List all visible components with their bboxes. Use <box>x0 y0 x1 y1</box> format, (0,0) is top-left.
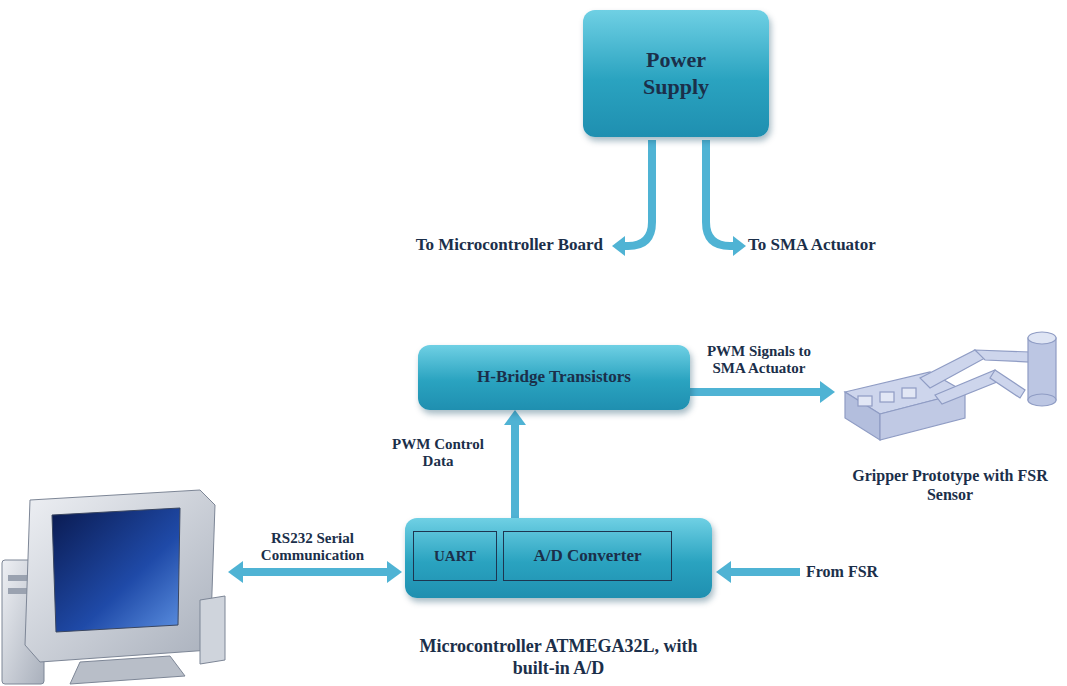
gripper-illustration <box>845 332 1056 440</box>
edge-label: PWM Signals to SMA Actuator <box>694 343 824 376</box>
power-arrow <box>624 140 652 246</box>
power-arrow <box>706 140 734 246</box>
gripper-link <box>990 370 1025 398</box>
computer-illustration <box>2 490 225 684</box>
gripper-base-side <box>845 392 880 440</box>
node-text: H-Bridge Transistors <box>477 367 631 387</box>
gripper-finger-bottom <box>1028 394 1056 406</box>
signal-label: From FSR <box>806 563 906 581</box>
node-text: A/D Converter <box>533 546 641 566</box>
adc-box: A/D Converter <box>503 531 672 581</box>
gripper-finger <box>1028 338 1056 400</box>
monitor-body <box>25 490 215 662</box>
connector-line <box>511 424 519 518</box>
node-text: Power Supply <box>631 47 721 100</box>
monitor-screen <box>52 508 180 632</box>
signal-arrow <box>690 381 835 403</box>
node-text: UART <box>434 547 476 565</box>
arrow-head <box>733 236 746 256</box>
gripper-figure: Gripper Prototype with FSR Sensor <box>835 322 1065 520</box>
speaker <box>200 596 225 664</box>
arrow-head <box>716 561 731 583</box>
uart-box: UART <box>413 531 497 581</box>
gripper-slot <box>880 392 894 402</box>
node-text: Gripper Prototype with FSR Sensor <box>850 466 1050 504</box>
arrow-head <box>387 561 402 583</box>
arrow-head <box>504 410 526 425</box>
power-arrows <box>624 140 734 246</box>
node-text: Microcontroller ATMEGA32L, with built-in… <box>409 636 709 679</box>
fsr-arrow <box>729 568 800 576</box>
arrow-head <box>228 561 243 583</box>
connector-line <box>690 388 821 396</box>
signal-label: RS232 Serial Communication <box>245 530 380 563</box>
arrow-head <box>820 381 835 403</box>
serial-arrow <box>242 568 388 576</box>
power-box: Power Supply <box>583 10 769 137</box>
controller-box: Microcontroller ATMEGA32L, with built-in… <box>405 518 712 598</box>
gripper-slot <box>902 388 916 398</box>
edge-label: PWM Control Data <box>386 436 490 469</box>
monitor-stand <box>70 656 185 684</box>
gripper-slot <box>858 396 872 406</box>
signal-label: To Microcontroller Board <box>350 236 603 255</box>
signal-arrow <box>504 410 526 518</box>
process-box: H-Bridge Transistors <box>418 345 690 410</box>
arrow-head <box>612 236 625 256</box>
gripper-link <box>975 350 1030 362</box>
signal-label: To SMA Actuator <box>748 236 928 255</box>
gripper-finger-top <box>1028 332 1056 344</box>
